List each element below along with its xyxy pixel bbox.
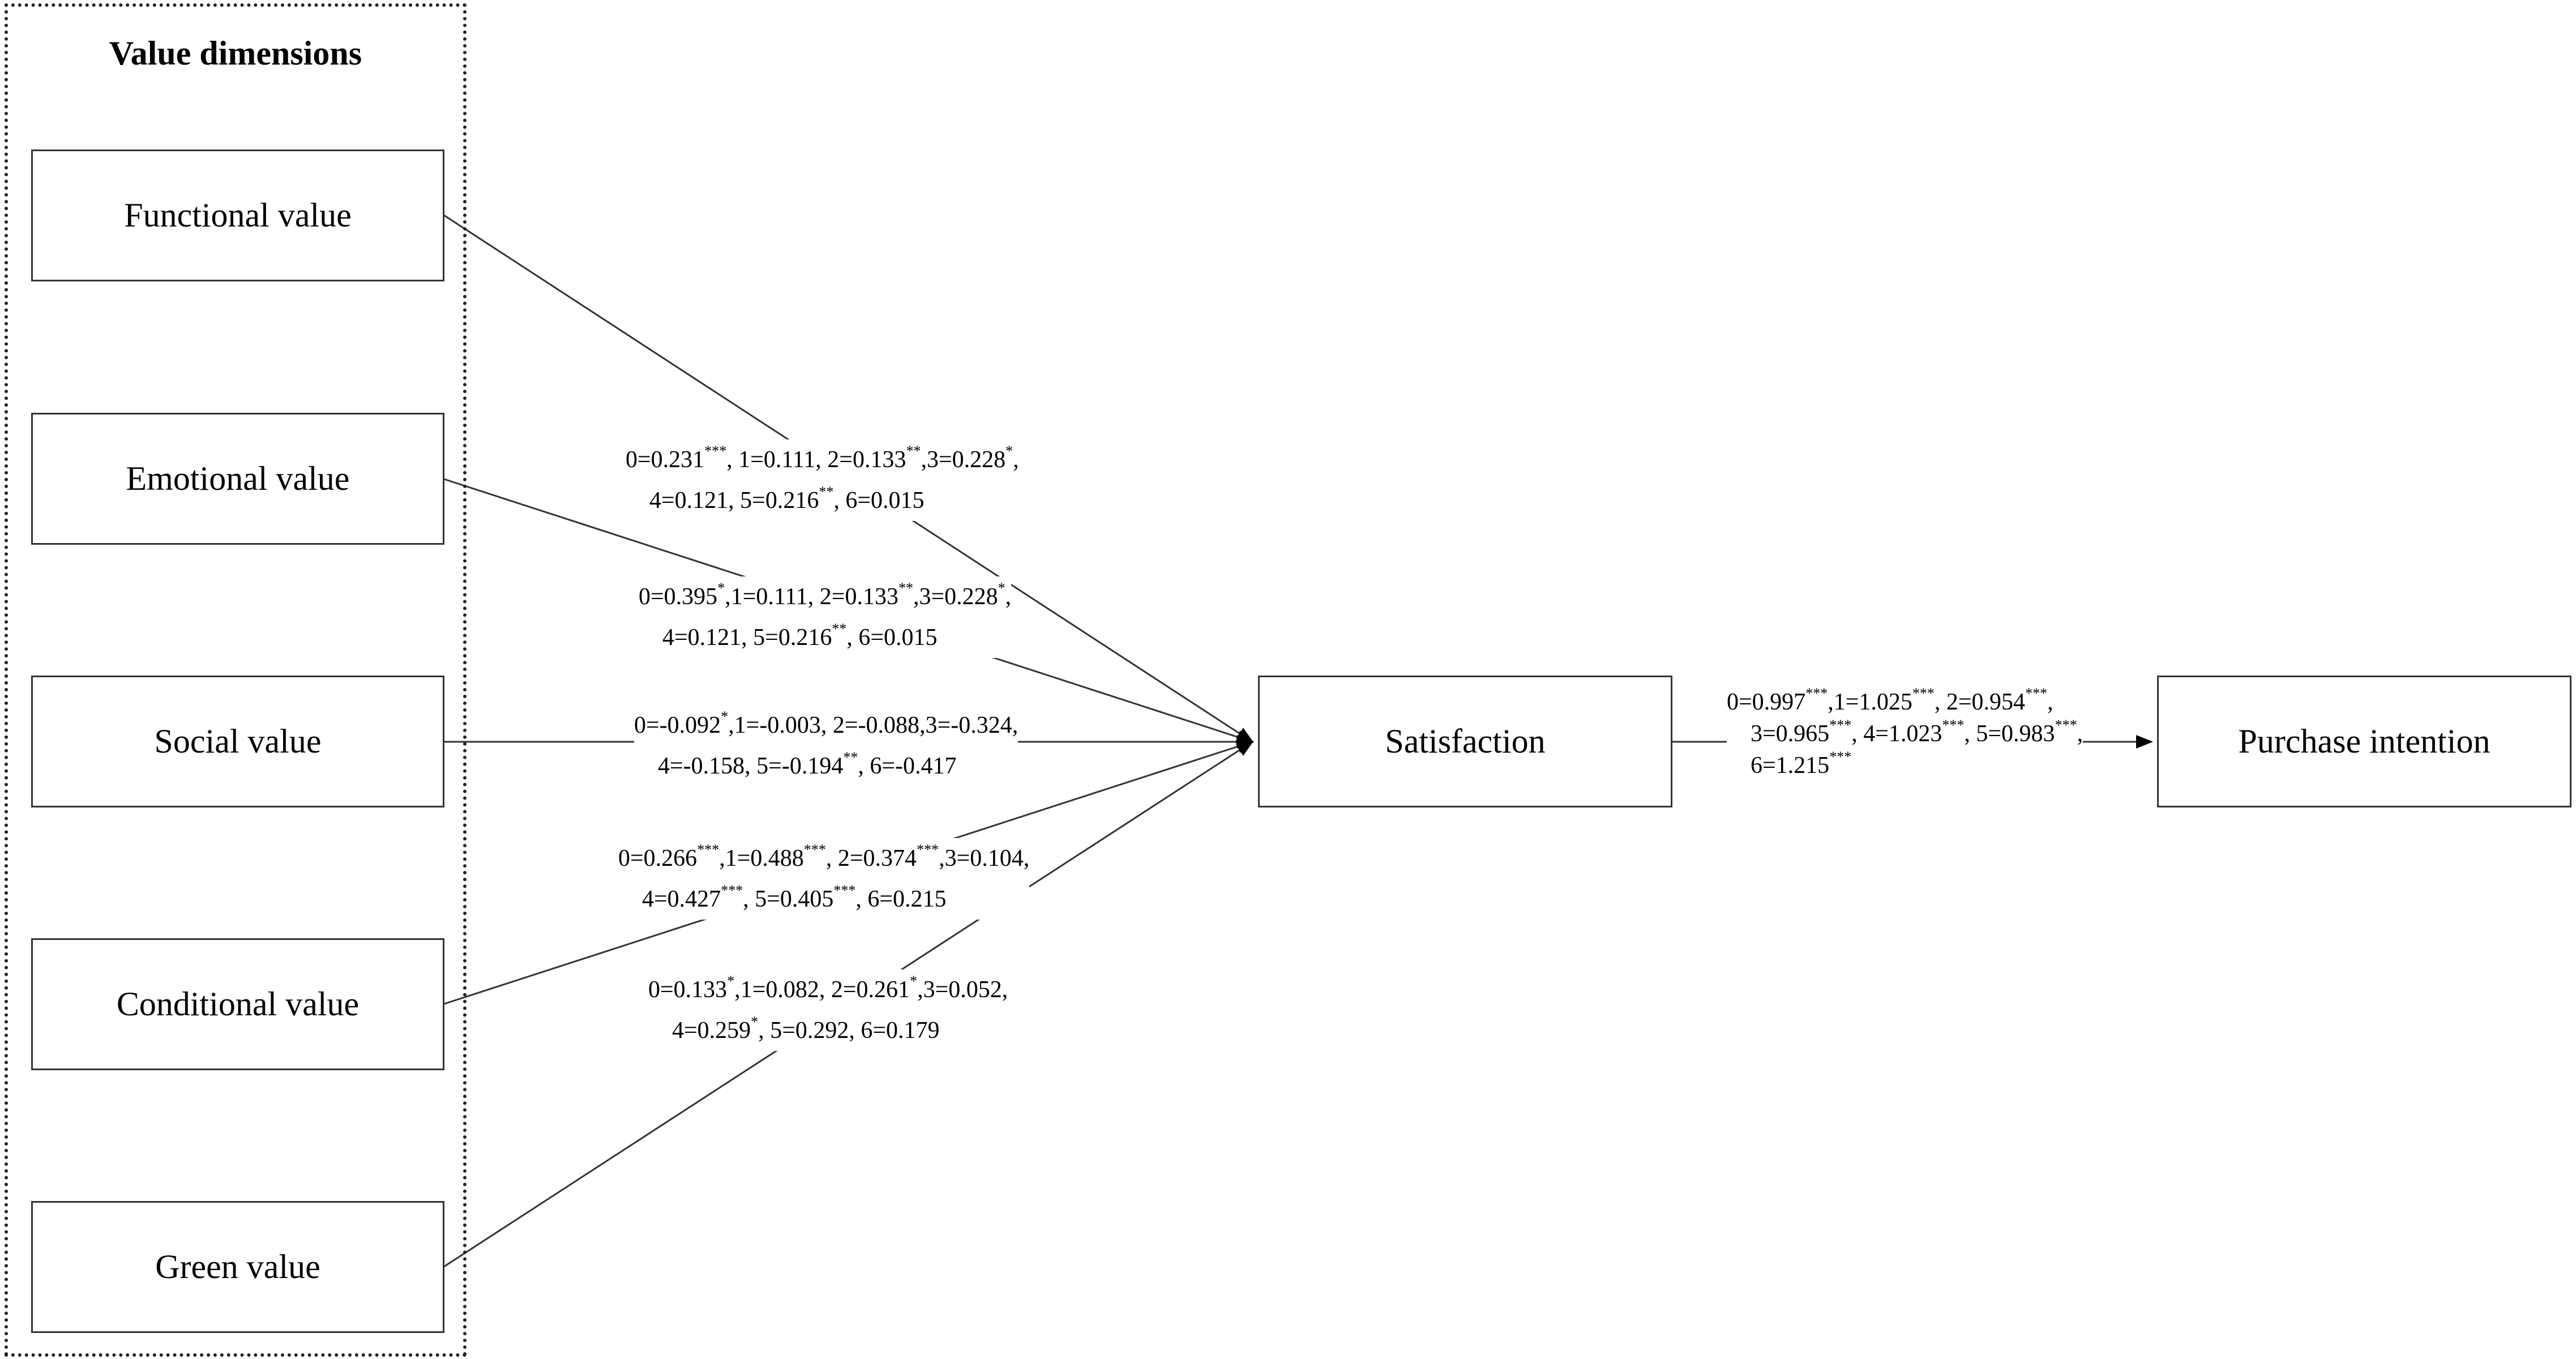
node-social-value: Social value (31, 676, 444, 807)
coef-line: 4=-0.158, 5=-0.194**, 6=-0.417 (658, 749, 957, 780)
coef-line: 0=0.133*,1=0.082, 2=0.261*,3=0.052, (648, 973, 1008, 1003)
significance-mark: *** (803, 841, 826, 858)
coef-line: 0=0.266***,1=0.488***, 2=0.374***,3=0.10… (618, 841, 1030, 872)
significance-mark: * (1005, 443, 1013, 459)
significance-mark: *** (2055, 717, 2077, 733)
coef-satisfaction-purchase: 0=0.997***,1=1.025***, 2=0.954***,3=0.96… (1727, 686, 2083, 781)
coef-line: 6=1.215*** (1751, 749, 1852, 779)
node-conditional-value: Conditional value (31, 938, 444, 1070)
group-title: Value dimensions (109, 35, 362, 72)
node-satisfaction: Satisfaction (1258, 676, 1672, 807)
coef-emotional: 0=0.395*,1=0.111, 2=0.133**,3=0.228*,4=0… (639, 576, 1012, 658)
coef-line: 0=0.997***,1=1.025***, 2=0.954***, (1727, 685, 2053, 716)
significance-mark: * (727, 973, 735, 989)
significance-mark: *** (704, 443, 727, 459)
coef-conditional: 0=0.266***,1=0.488***, 2=0.374***,3=0.10… (618, 838, 1030, 920)
significance-mark: ** (898, 580, 913, 596)
coef-green: 0=0.133*,1=0.082, 2=0.261*,3=0.052, 4=0.2… (648, 969, 1008, 1051)
significance-mark: *** (721, 882, 743, 899)
node-emotional-value: Emotional value (31, 413, 444, 545)
coef-social: 0=-0.092*,1=-0.003, 2=-0.088,3=-0.324, 4=… (634, 705, 1019, 787)
significance-mark: * (998, 580, 1005, 596)
significance-mark: * (910, 973, 918, 989)
significance-mark: *** (1912, 685, 1935, 702)
significance-mark: *** (917, 841, 939, 858)
coef-line: 4=0.121, 5=0.216**, 6=0.015 (649, 484, 925, 514)
significance-mark: *** (833, 882, 856, 899)
significance-mark: *** (697, 841, 720, 858)
significance-mark: ** (906, 443, 921, 459)
value-dimensions-group: Value dimensions (5, 3, 467, 1357)
significance-mark: * (717, 580, 725, 596)
significance-mark: *** (2025, 685, 2048, 702)
significance-mark: *** (1805, 685, 1828, 702)
coef-line: 0=0.395*,1=0.111, 2=0.133**,3=0.228*, (639, 580, 1012, 610)
significance-mark: * (721, 708, 729, 725)
significance-mark: * (751, 1014, 759, 1030)
node-purchase-intention: Purchase intention (2157, 676, 2571, 807)
node-green-value: Green value (31, 1201, 444, 1333)
node-functional-value: Functional value (31, 149, 444, 281)
coef-line: 4=0.427***, 5=0.405***, 6=0.215 (642, 882, 947, 913)
significance-mark: ** (843, 749, 858, 766)
significance-mark: ** (819, 484, 834, 500)
coef-line: 0=0.231***, 1=0.111, 2=0.133**,3=0.228*, (626, 443, 1019, 473)
coef-line: 0=-0.092*,1=-0.003, 2=-0.088,3=-0.324, (634, 708, 1019, 739)
coef-line: 3=0.965***, 4=1.023***, 5=0.983***, (1751, 717, 2083, 747)
significance-mark: ** (832, 621, 847, 637)
significance-mark: *** (1942, 717, 1965, 733)
coef-functional: 0=0.231***, 1=0.111, 2=0.133**,3=0.228*,… (626, 439, 1019, 521)
coef-line: 4=0.259*, 5=0.292, 6=0.179 (672, 1014, 940, 1044)
coef-line: 4=0.121, 5=0.216**, 6=0.015 (662, 621, 938, 651)
significance-mark: *** (1829, 717, 1852, 733)
significance-mark: *** (1829, 749, 1852, 765)
